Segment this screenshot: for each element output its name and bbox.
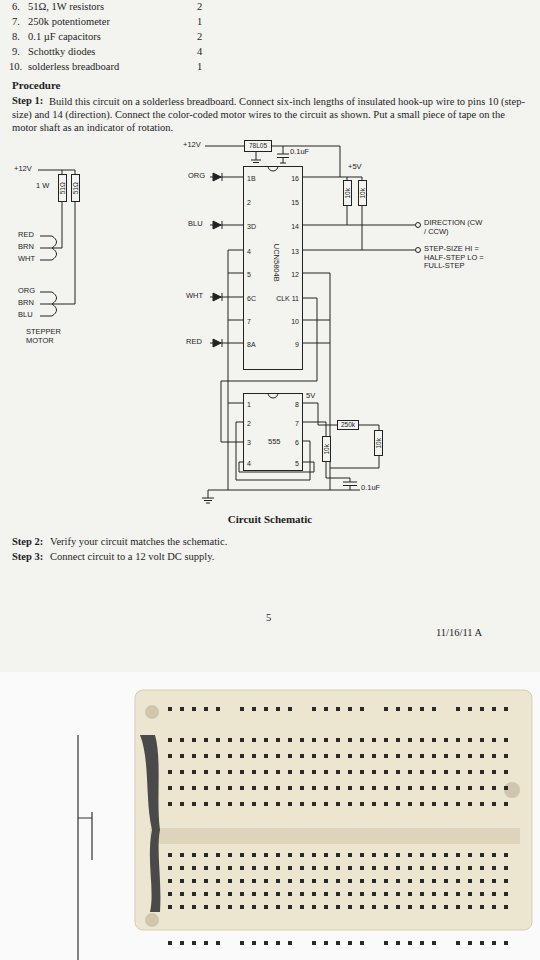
signal-label: +5V: [348, 163, 362, 172]
pin-number: 10: [291, 318, 299, 325]
resistor-symbol: 51Ω: [58, 174, 67, 202]
pin-number: 3D: [247, 223, 256, 230]
pin-number: 1B: [247, 175, 256, 182]
page-text: 11/16/11 A: [436, 627, 482, 639]
page-text: 1: [197, 16, 202, 28]
page-text: Connect circuit to a 12 volt DC supply.: [50, 551, 214, 563]
pin-number: 6: [295, 439, 299, 446]
page-text: 0.1 µF capacitors: [28, 31, 101, 43]
potentiometer-symbol: 250k: [337, 420, 359, 430]
part-label: 10k: [323, 444, 330, 454]
pin-number: CLK 11: [276, 295, 299, 302]
signal-label: DIRECTION (CW / CCW): [424, 219, 486, 236]
page-text: Step 2:: [12, 536, 43, 548]
caption: Circuit Schematic: [0, 513, 540, 526]
heading: Procedure: [12, 79, 60, 92]
timer-ic: 555 1 2 3 4 8 7 6 5: [243, 393, 303, 471]
page-text: 250k potentiometer: [28, 16, 110, 28]
pin-number: 16: [291, 175, 299, 182]
signal-label: STEP-SIZE HI = HALF-STEP LO = FULL-STEP: [424, 245, 502, 271]
pin-number: 13: [291, 248, 299, 255]
pin-number: 4: [247, 460, 251, 467]
pin-number: 2: [247, 420, 251, 427]
part-label: 51Ω: [72, 182, 79, 194]
page-text: 8.: [12, 31, 20, 43]
part-label: 555: [268, 438, 281, 446]
signal-label: 0.1uF: [290, 148, 309, 157]
resistor-symbol: 10k: [343, 180, 352, 206]
pin-number: 8A: [247, 341, 256, 348]
part-label: UCN5804B: [272, 244, 280, 282]
signal-label: BLU: [188, 220, 203, 229]
page-text: Step 3:: [12, 551, 43, 563]
signal-label: WHT: [186, 292, 203, 301]
signal-label: +12V: [14, 165, 32, 174]
pin-number: 12: [291, 271, 299, 278]
pin-number: 9: [295, 341, 299, 348]
signal-label: RED: [186, 338, 202, 347]
driver-ic: UCN5804B 1B 2 3D 4 5 6C 7 8A 16 15 14 13 12CLK 11 10 9: [243, 166, 303, 370]
regulator-box: 78L05: [244, 140, 272, 152]
signal-label: RED: [18, 231, 34, 240]
pin-number: 1: [247, 401, 251, 408]
signal-label: BRN: [18, 243, 34, 252]
page-text: Build this circuit on a solderless bread…: [12, 95, 528, 134]
signal-label: BRN: [18, 299, 34, 308]
page-text: 10.: [9, 61, 22, 73]
page-text: 9.: [12, 46, 20, 58]
resistor-symbol: 51Ω: [71, 174, 80, 202]
page-text: 4: [197, 46, 202, 58]
resistor-symbol: 10k: [358, 180, 367, 206]
pin-number: 3: [247, 439, 251, 446]
signal-label: 1 W: [36, 182, 49, 191]
breadboard-photo: [78, 690, 532, 960]
pin-number: 5: [295, 460, 299, 467]
page-text: 1: [197, 61, 202, 73]
signal-label: 5V: [306, 392, 315, 401]
part-label: 51Ω: [59, 182, 66, 194]
page-text: 51Ω, 1W resistors: [28, 1, 104, 13]
resistor-symbol: 10k: [322, 436, 331, 462]
signal-label: 0.1uF: [361, 484, 380, 493]
pin-number: 5: [247, 271, 251, 278]
pencil-line: [78, 735, 92, 960]
page-text: 2: [197, 31, 202, 43]
pin-number: 14: [291, 223, 299, 230]
page-text: 7.: [12, 16, 20, 28]
wires: [38, 146, 421, 503]
part-label: 250k: [341, 422, 355, 429]
signal-label: +12V: [183, 141, 201, 150]
pin-number: 7: [247, 318, 251, 325]
pin-number: 2: [247, 199, 251, 206]
photo-ground: [0, 672, 540, 960]
signal-label: STEPPER MOTOR: [26, 328, 78, 345]
page-text: 2: [197, 1, 202, 13]
page-text: 5: [266, 612, 271, 624]
page-text: Step 1:: [12, 95, 43, 107]
page-text: Schottky diodes: [28, 46, 95, 58]
pin-number: 7: [295, 420, 299, 427]
part-label: 10k: [344, 188, 351, 198]
pin-number: 4: [247, 248, 251, 255]
pin-number: 6C: [247, 295, 256, 302]
pin-number: 8: [295, 401, 299, 408]
part-label: 10k: [375, 438, 382, 448]
page-text: solderless breadboard: [28, 61, 119, 73]
page-text: 6.: [12, 1, 20, 13]
resistor-symbol: 10k: [374, 430, 383, 456]
signal-label: ORG: [188, 172, 205, 181]
page-text: Verify your circuit matches the schemati…: [50, 536, 227, 548]
signal-label: ORG: [18, 287, 35, 296]
part-label: 78L05: [249, 143, 267, 150]
signal-label: BLU: [18, 311, 33, 320]
signal-label: WHT: [18, 255, 35, 264]
pin-number: 15: [291, 199, 299, 206]
diode-symbols: [213, 173, 222, 347]
part-label: 10k: [359, 188, 366, 198]
